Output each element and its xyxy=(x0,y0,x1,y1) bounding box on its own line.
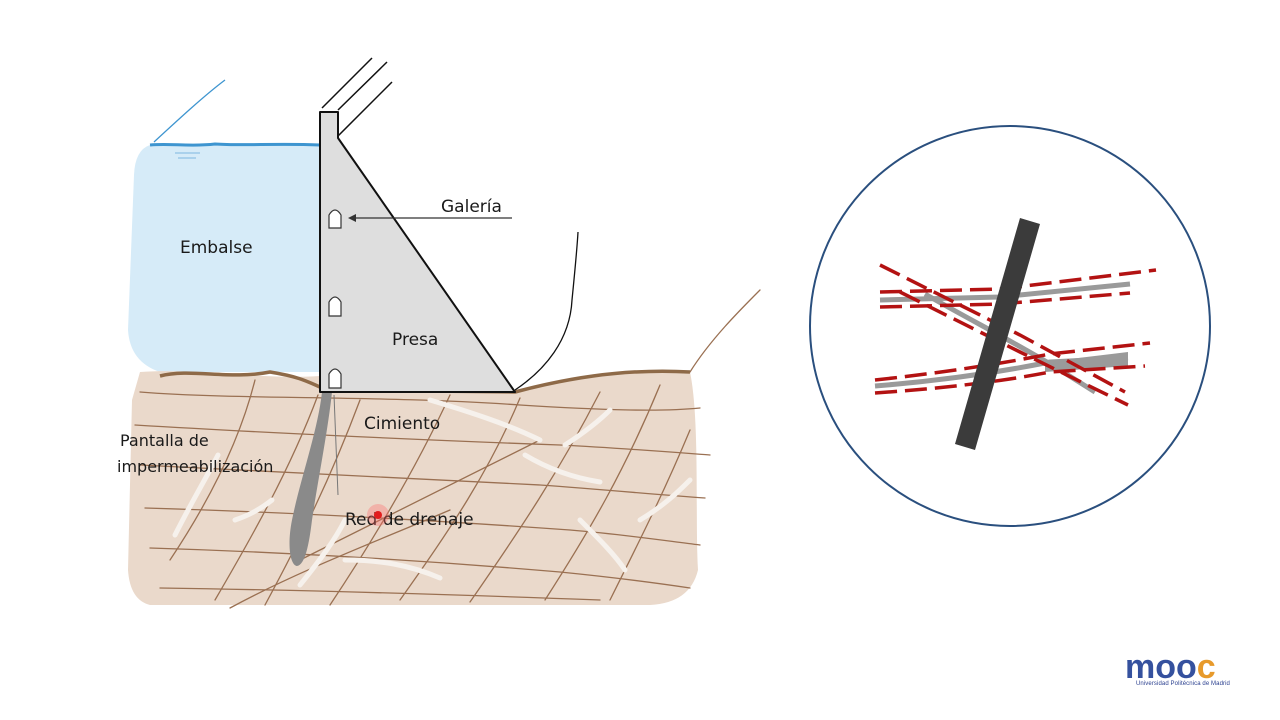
ground-surface-line xyxy=(159,369,691,394)
label-embalse: Embalse xyxy=(180,238,253,258)
label-presa: Presa xyxy=(392,330,438,350)
mooc-logo-subtitle: Universidad Politécnica de Madrid xyxy=(1135,681,1230,687)
label-pantalla-line2: impermeabilización xyxy=(117,457,273,476)
water-back-line xyxy=(153,79,226,143)
diagonal-dash-top xyxy=(879,263,1126,394)
gallery-openings xyxy=(328,209,342,389)
water-surface-line xyxy=(149,142,321,147)
lower-fracture-wedge xyxy=(1045,352,1128,372)
label-red-drenaje: Red de drenaje xyxy=(345,510,474,530)
dam-body xyxy=(319,111,516,393)
label-galeria: Galería xyxy=(441,197,502,217)
galeria-arrowhead xyxy=(348,214,356,222)
mooc-logo: mooc xyxy=(1125,648,1216,686)
drill-bar xyxy=(955,218,1040,450)
reservoir-water xyxy=(128,145,320,372)
downstream-profile-line xyxy=(514,231,579,391)
drainage-drill xyxy=(333,394,339,496)
fracture-detail xyxy=(874,218,1157,450)
diagonal-dash-bottom xyxy=(899,290,1129,407)
foundation-ground xyxy=(128,371,698,605)
label-pantalla-line1: Pantalla de xyxy=(120,431,209,450)
open-fractures xyxy=(172,397,693,588)
water-ripple xyxy=(175,152,200,159)
label-cimiento: Cimiento xyxy=(364,414,440,434)
grout-curtain xyxy=(289,392,332,566)
dam-crest-rails xyxy=(321,57,393,137)
mooc-logo-text: mooc xyxy=(1125,648,1216,686)
red-laser-pointer-core xyxy=(374,511,382,519)
